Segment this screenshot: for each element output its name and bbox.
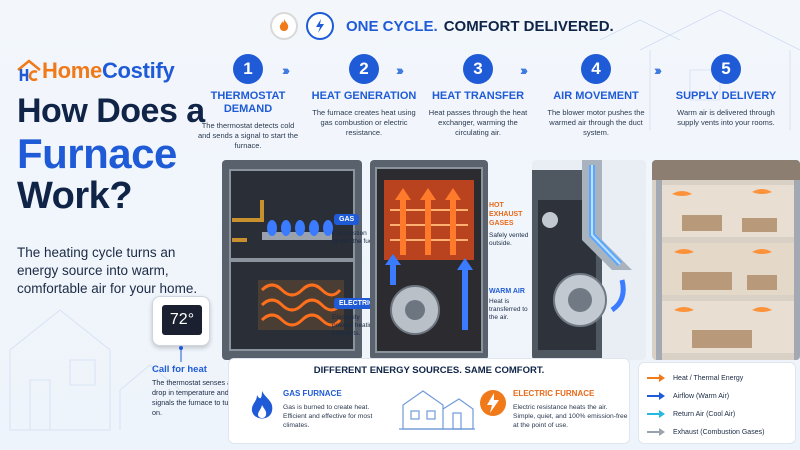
step-title: AIR MOVEMENT xyxy=(553,90,639,102)
legend: Heat / Thermal Energy Airflow (Warm Air)… xyxy=(638,362,796,444)
step-desc: Heat passes through the heat exchanger, … xyxy=(428,108,528,137)
gas-tag: GAS xyxy=(334,214,360,225)
chevron-right-icon: ››› xyxy=(396,62,404,78)
chevron-right-icon: ››› xyxy=(282,62,290,78)
step-number: 1 xyxy=(233,54,263,84)
step-number: 4 xyxy=(581,54,611,84)
thermostat-reading: 72° xyxy=(162,305,202,335)
step-title: HEAT TRANSFER xyxy=(431,90,525,102)
furnace-burner-illustration xyxy=(222,160,362,360)
arrow-right-icon xyxy=(647,392,665,400)
gas-text: Combustion ignites the fuel. xyxy=(332,230,376,245)
legend-label: Airflow (Warm Air) xyxy=(673,392,730,400)
step-desc: The blower motor pushes the warmed air t… xyxy=(547,108,645,137)
step-number: 3 xyxy=(463,54,493,84)
electric-furnace-title: ELECTRIC FURNACE xyxy=(513,389,595,398)
step-title: HEAT GENERATION xyxy=(311,90,417,102)
electric-text: Electricity powers heating elements. xyxy=(332,314,377,337)
step-title: SUPPLY DELIVERY xyxy=(675,90,777,102)
gas-furnace-desc: Gas is burned to create heat. Efficient … xyxy=(283,404,373,429)
energy-title: DIFFERENT ENERGY SOURCES. SAME COMFORT. xyxy=(313,365,545,376)
house-outline-icon xyxy=(399,390,475,430)
lightning-icon xyxy=(306,12,334,40)
call-for-heat-title: Call for heat xyxy=(152,364,207,375)
tagline-highlight: ONE CYCLE. xyxy=(346,17,438,35)
legend-item-heat: Heat / Thermal Energy xyxy=(647,369,787,387)
warm-air-text: Heat is transferred to the air. xyxy=(489,298,528,321)
warm-air-title: WARM AIR xyxy=(489,288,525,295)
intro-text: The heating cycle turns an energy source… xyxy=(17,245,198,296)
step-number: 2 xyxy=(349,54,379,84)
legend-item-return-air: Return Air (Cool Air) xyxy=(647,405,787,423)
energy-sources-panel: DIFFERENT ENERGY SOURCES. SAME COMFORT. … xyxy=(228,358,630,444)
house-logo-icon xyxy=(17,59,41,82)
legend-label: Heat / Thermal Energy xyxy=(673,374,744,382)
chevron-right-icon: ››› xyxy=(654,62,662,78)
exhaust-title: HOT EXHAUST GASES xyxy=(489,202,523,227)
legend-label: Exhaust (Combustion Gases) xyxy=(673,428,765,436)
chevron-right-icon: ››› xyxy=(520,62,528,78)
legend-item-airflow: Airflow (Warm Air) xyxy=(647,387,787,405)
heat-exchanger-illustration xyxy=(370,160,488,360)
process-steps: 1 THERMOSTAT DEMAND The thermostat detec… xyxy=(190,54,800,160)
step-desc: Warm air is delivered through supply ven… xyxy=(677,108,775,127)
call-for-heat-desc: The thermostat senses a drop in temperat… xyxy=(152,378,235,417)
top-banner: ONE CYCLE. COMFORT DELIVERED. xyxy=(270,6,630,46)
legend-item-exhaust: Exhaust (Combustion Gases) xyxy=(647,423,787,441)
page-title-line2: Furnace xyxy=(17,130,177,177)
electric-tag: ELECTRIC xyxy=(334,298,379,309)
step-1: 1 THERMOSTAT DEMAND The thermostat detec… xyxy=(190,54,306,151)
step-4: 4 AIR MOVEMENT The blower motor pushes t… xyxy=(538,54,654,138)
gas-furnace-title: GAS FURNACE xyxy=(283,389,342,398)
legend-label: Return Air (Cool Air) xyxy=(673,410,736,418)
blower-duct-illustration xyxy=(532,160,646,360)
step-5: 5 SUPPLY DELIVERY Warm air is delivered … xyxy=(668,54,784,128)
step-title: THERMOSTAT DEMAND xyxy=(210,90,286,115)
step-desc: The thermostat detects cold and sends a … xyxy=(197,121,299,150)
step-2: 2 HEAT GENERATION The furnace creates he… xyxy=(306,54,422,138)
page-title-line3: Work? xyxy=(17,175,133,217)
exhaust-text: Safely vented outside. xyxy=(489,232,529,247)
thermostat-connector-line xyxy=(179,346,183,362)
step-3: 3 HEAT TRANSFER Heat passes through the … xyxy=(420,54,536,138)
arrow-right-icon xyxy=(647,410,665,418)
electric-furnace-desc: Electric resistance heats the air. Simpl… xyxy=(513,404,628,429)
gas-flame-icon xyxy=(251,391,273,419)
step-number: 5 xyxy=(711,54,741,84)
house-cutaway-illustration xyxy=(652,160,800,360)
electric-bolt-icon xyxy=(480,390,506,416)
tagline-rest: COMFORT DELIVERED. xyxy=(443,17,614,35)
arrow-right-icon xyxy=(647,428,665,436)
step-desc: The furnace creates heat using gas combu… xyxy=(312,108,416,137)
thermostat-device[interactable]: 72° xyxy=(152,296,210,346)
page-title-line1: How Does a xyxy=(17,92,205,130)
arrow-right-icon xyxy=(647,374,665,382)
brand-logo[interactable]: HomeCostify xyxy=(16,58,175,84)
brand-name: HomeCostify xyxy=(42,58,175,83)
flame-icon xyxy=(270,12,298,40)
